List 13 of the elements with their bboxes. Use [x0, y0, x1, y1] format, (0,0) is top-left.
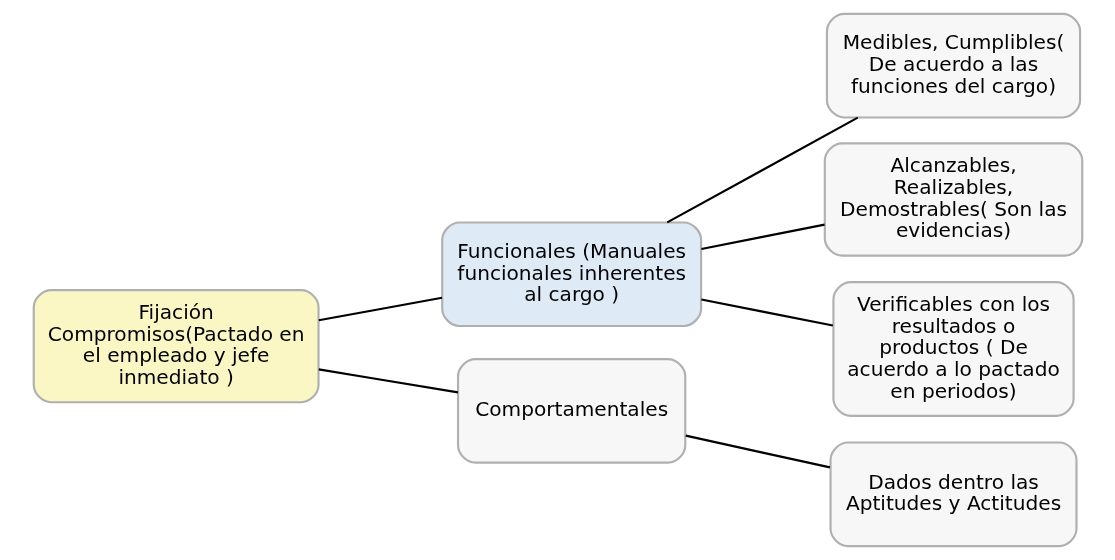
node-box: Alcanzables, Realizables, Demostrables( Son las evidencias) [823, 142, 1083, 257]
connector [318, 368, 458, 394]
connector [318, 296, 442, 322]
connector [666, 116, 858, 224]
node-box: Fijación Compromisos(Pactado en el empleado y jefe inmediato ) [32, 289, 320, 404]
node-box: Funcionales (Manuales funcionales inherentes al cargo ) [440, 221, 702, 328]
node-box: Comportamentales [456, 358, 686, 464]
connector [700, 223, 825, 250]
connector [700, 298, 833, 327]
node-box: Verificables con los resultados o productos ( De acuerdo a lo pactado en periodos) [831, 281, 1075, 417]
node-box: Medibles, Cumplibles( De acuerdo a las funciones del cargo) [825, 12, 1081, 119]
connector [685, 434, 830, 469]
node-box: Dados dentro las Aptitudes y Actitudes [828, 441, 1078, 548]
